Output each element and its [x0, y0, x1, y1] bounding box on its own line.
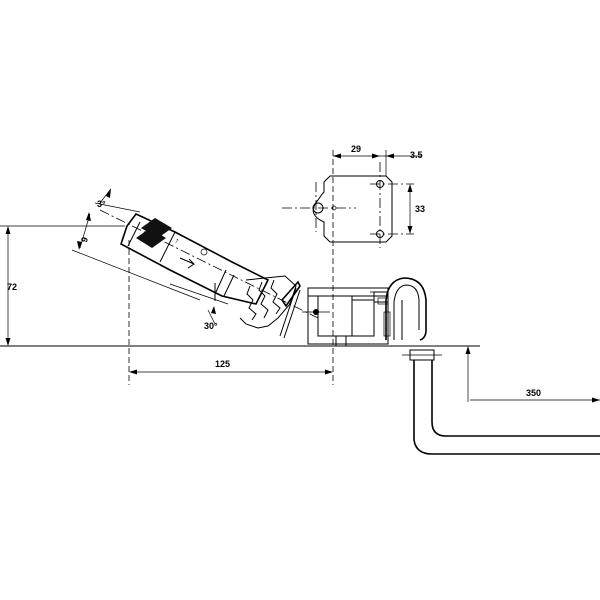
- cable-loop: [385, 277, 427, 341]
- angle-30-label: 30°: [204, 321, 218, 331]
- dimension-29: 29 3.5: [333, 144, 423, 176]
- mounting-block: [302, 287, 391, 346]
- angle-annotations: 3° 9 30°: [71, 188, 229, 331]
- foot-bar: [402, 349, 600, 455]
- dimension-33: 33: [407, 184, 425, 234]
- dimension-350-label: 350: [526, 388, 541, 398]
- dimension-29-label: 29: [351, 144, 361, 154]
- mounting-plate: [282, 162, 414, 248]
- dimension-125: 125: [128, 150, 334, 385]
- dimension-72-label: 72: [7, 282, 17, 292]
- lever-handle: ↑: [99, 209, 319, 319]
- angle-3-label: 3°: [97, 199, 106, 209]
- dimension-125-label: 125: [215, 359, 230, 369]
- svg-text:↑: ↑: [173, 236, 181, 246]
- dimension-350: 350: [465, 346, 600, 403]
- dimension-72: 72: [0, 225, 125, 346]
- rubber-boot: [239, 275, 301, 339]
- width-9-label: 9: [79, 236, 90, 244]
- dimension-33-label: 33: [415, 204, 425, 214]
- dimension-3-5-label: 3.5: [410, 150, 423, 160]
